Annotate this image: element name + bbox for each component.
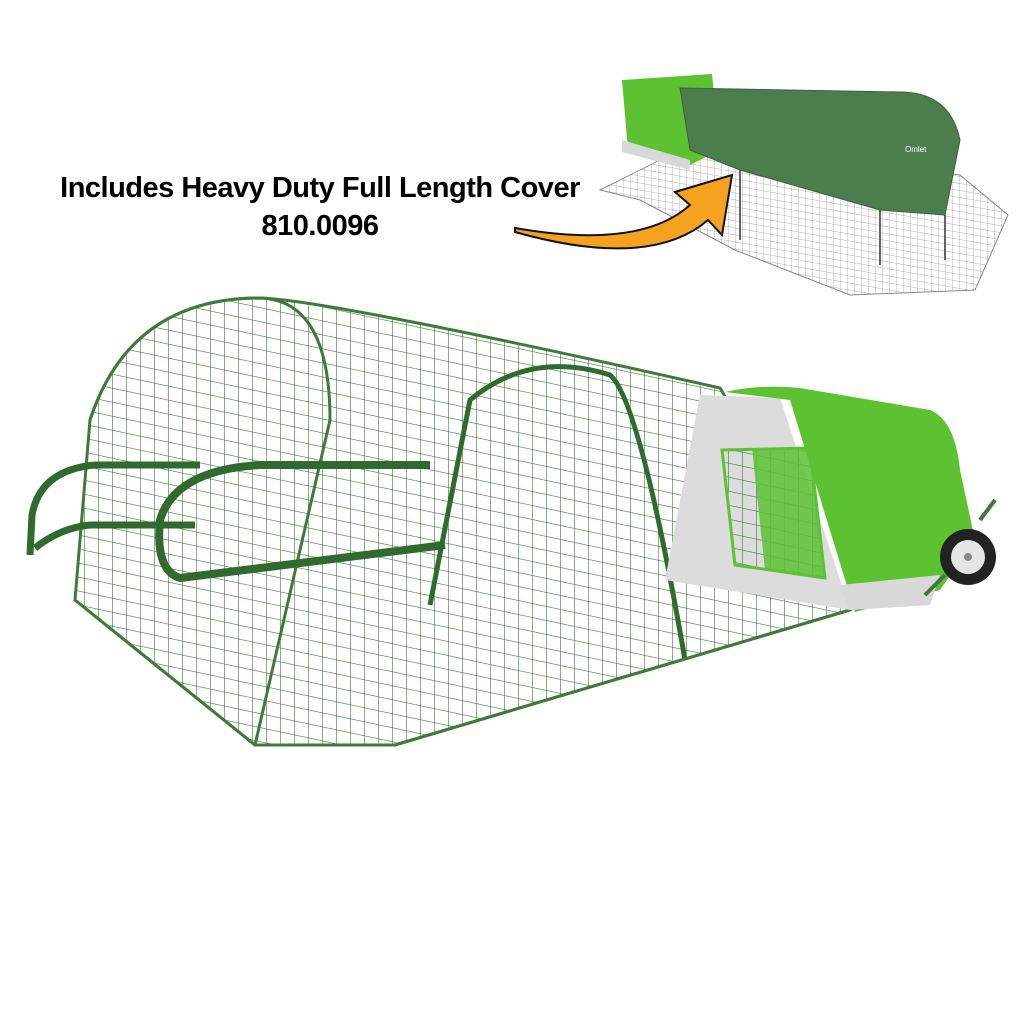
house-body [725, 386, 975, 612]
cover-caption: Includes Heavy Duty Full Length Cover [60, 172, 580, 204]
run-floor-edge [74, 598, 851, 747]
product-code: 810.0096 [261, 210, 379, 242]
inset-house-base [622, 140, 690, 170]
inset-cover-edge [739, 170, 946, 265]
house-base [840, 575, 940, 610]
run-arch-middle [427, 364, 688, 661]
handle-left [26, 461, 200, 556]
run-arch-front [88, 296, 332, 746]
main-coop [26, 296, 997, 747]
wheel-icon [940, 529, 996, 585]
inset-covered-coop: Omlet [598, 74, 1009, 296]
house-handle [923, 498, 997, 597]
arrow-icon [514, 173, 734, 250]
handle-right [155, 461, 446, 583]
inset-logo: Omlet [905, 145, 927, 154]
house-door-panel [752, 448, 825, 578]
